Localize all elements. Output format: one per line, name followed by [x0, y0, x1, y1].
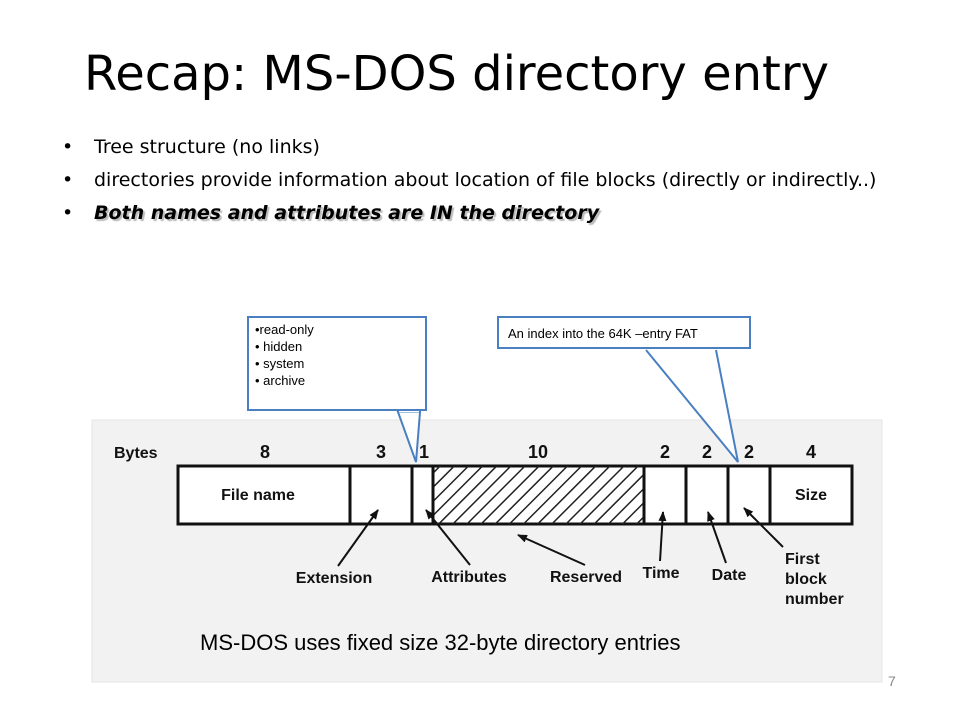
label-date: Date	[712, 567, 747, 584]
bullet-item: • Tree structure (no links)	[62, 136, 902, 159]
callout-item: • archive	[255, 373, 306, 388]
bullet-marker: •	[62, 202, 74, 224]
byte-count: 1	[419, 442, 429, 462]
callout-item: • system	[255, 356, 305, 371]
label-attributes: Attributes	[431, 569, 507, 586]
label-first-block-number: block	[785, 571, 827, 588]
fat-index-callout: An index into the 64K –entry FAT	[497, 316, 751, 349]
callout-tail	[645, 349, 739, 463]
byte-count: 10	[528, 442, 548, 462]
field-label-size: Size	[795, 487, 827, 504]
bullet-marker: •	[62, 169, 74, 191]
label-time: Time	[642, 565, 679, 582]
slide-title: Recap: MS-DOS directory entry	[84, 46, 830, 102]
bullet-list: • Tree structure (no links) • directories…	[62, 136, 902, 235]
bullet-text: Both names and attributes are IN the dir…	[94, 202, 600, 224]
bytes-label: Bytes	[114, 445, 158, 462]
byte-count: 2	[744, 442, 754, 462]
byte-count: 3	[376, 442, 386, 462]
bullet-text: Tree structure (no links)	[94, 136, 320, 158]
diagram-caption: MS-DOS uses fixed size 32-byte directory…	[200, 630, 681, 655]
arrow	[425, 509, 471, 566]
label-first-block-number: number	[785, 591, 844, 608]
attributes-callout: •read-only • hidden • system • archive	[247, 316, 427, 411]
bullet-item: • directories provide information about …	[62, 169, 902, 192]
byte-count: 4	[806, 442, 816, 462]
field-label-file-name: File name	[221, 487, 295, 504]
page-number: 7	[888, 673, 896, 689]
byte-count: 2	[702, 442, 712, 462]
reserved-hatch	[433, 466, 644, 524]
bullet-text: directories provide information about lo…	[94, 169, 877, 191]
label-reserved: Reserved	[550, 569, 622, 586]
bullet-marker: •	[62, 136, 74, 158]
label-extension: Extension	[296, 570, 372, 587]
callout-item: •read-only	[255, 322, 314, 337]
arrow	[743, 507, 784, 548]
arrow	[337, 509, 379, 567]
callout-item: • hidden	[255, 339, 303, 354]
arrow	[707, 511, 727, 564]
bullet-item-emphasis: • Both names and attributes are IN the d…	[62, 202, 902, 225]
label-first-block-number: First	[785, 551, 820, 568]
arrow	[517, 534, 586, 566]
arrow	[658, 511, 667, 562]
byte-count: 8	[260, 442, 270, 462]
byte-count: 2	[660, 442, 670, 462]
callout-text: An index into the 64K –entry FAT	[508, 326, 698, 341]
scanned-background	[92, 420, 882, 682]
